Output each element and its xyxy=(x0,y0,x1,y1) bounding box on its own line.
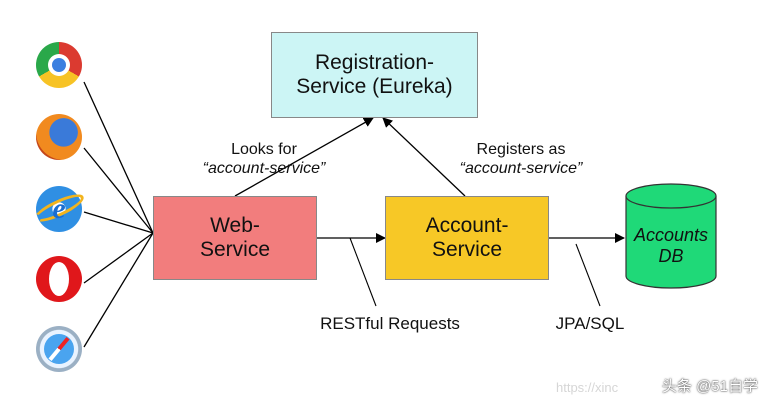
accounts-db-cylinder xyxy=(625,183,717,289)
chrome-icon xyxy=(36,42,82,88)
registers-as-line1: Registers as xyxy=(476,141,566,158)
leader-jpa xyxy=(575,243,601,307)
jpa-sql-label: JPA/SQL xyxy=(555,314,625,333)
arrow-account-to-registry xyxy=(382,117,466,197)
opera-icon xyxy=(36,256,82,302)
account-service-label: Account- Service xyxy=(425,213,509,261)
arrow-web-to-registry xyxy=(234,117,374,197)
browser-connector-lines xyxy=(83,81,154,348)
web-service-label: Web- Service xyxy=(199,213,271,261)
looks-for-label: Looks for “account-service” xyxy=(194,140,334,178)
source-watermark: 头条 @51自学 xyxy=(661,378,758,395)
looks-for-line1: Looks for xyxy=(231,141,297,158)
account-service-box: Account- Service xyxy=(385,196,549,280)
registers-as-line2: “account-service” xyxy=(459,160,583,178)
restful-requests-label: RESTful Requests xyxy=(320,314,460,333)
looks-for-line2: “account-service” xyxy=(202,160,326,178)
firefox-icon xyxy=(36,114,82,160)
safari-icon xyxy=(36,326,82,372)
registers-as-label: Registers as “account-service” xyxy=(436,140,606,178)
registration-service-label: Registration- Service (Eureka) xyxy=(296,50,453,98)
accounts-db-label: Accounts DB xyxy=(633,225,709,266)
web-service-box: Web- Service xyxy=(153,196,317,280)
faint-url-watermark: https://xinc xyxy=(556,380,619,395)
internet-explorer-icon: e xyxy=(31,186,87,232)
registration-service-box: Registration- Service (Eureka) xyxy=(271,32,478,118)
leader-restful xyxy=(349,237,377,307)
